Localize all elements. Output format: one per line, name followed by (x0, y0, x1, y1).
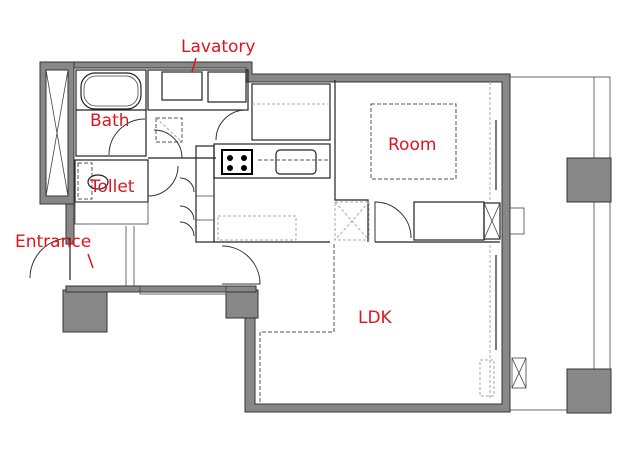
label-bath: Bath (90, 111, 130, 131)
pillar (62, 289, 108, 333)
balcony (509, 76, 612, 414)
ldk-area (259, 244, 527, 402)
room-labels: Lavatory Bath Tollet Entrance Room LDK (15, 37, 436, 328)
kitchen (213, 83, 331, 243)
bedroom (334, 80, 525, 243)
stove-icon (221, 149, 253, 175)
hallway (29, 145, 261, 295)
label-ldk: LDK (358, 308, 393, 328)
entrance-door (29, 237, 71, 279)
balcony-pillar-top (566, 157, 612, 203)
label-entrance: Entrance (15, 232, 91, 252)
pillar (225, 289, 259, 319)
balcony-pillar-bottom (566, 368, 612, 414)
label-lavatory: Lavatory (181, 37, 255, 57)
lavatory-area (147, 69, 249, 159)
label-room: Room (388, 135, 436, 155)
label-toilet: Tollet (89, 177, 135, 197)
bath-area (75, 69, 147, 157)
toilet-area (74, 159, 179, 225)
